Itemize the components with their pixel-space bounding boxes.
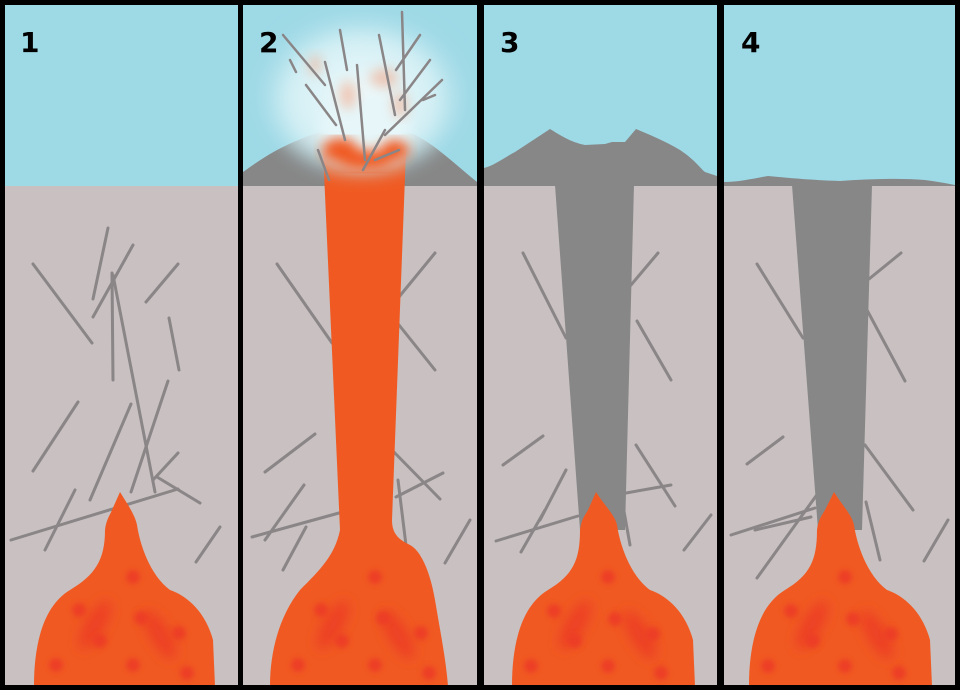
eruption-cloud xyxy=(257,5,467,175)
fracture-line xyxy=(753,515,813,532)
fracture-line xyxy=(31,262,94,345)
fracture-line xyxy=(863,443,915,512)
fracture-line xyxy=(281,525,308,572)
fracture-line xyxy=(288,58,298,74)
fracture-line xyxy=(392,251,437,305)
fracture-lines xyxy=(250,251,472,580)
fracture-line xyxy=(338,28,349,72)
eroded-surface xyxy=(724,176,955,186)
fracture-line xyxy=(111,273,157,494)
fracture-line xyxy=(323,60,347,142)
fracture-line xyxy=(377,33,397,117)
fracture-lines xyxy=(9,226,222,564)
fracture-line xyxy=(443,518,472,565)
fracture-line xyxy=(745,435,785,466)
fracture-line xyxy=(91,226,110,301)
fracture-line xyxy=(864,500,882,562)
fracture-line xyxy=(275,262,334,345)
fracture-line xyxy=(494,514,580,543)
fracture-line xyxy=(634,443,677,508)
fracture-line xyxy=(194,525,222,564)
fracture-line xyxy=(355,63,367,162)
fracture-line xyxy=(281,33,327,87)
fracture-line xyxy=(755,262,805,340)
magma-chamber xyxy=(34,492,215,685)
fracture-line xyxy=(304,83,338,127)
magma-chamber xyxy=(512,492,695,685)
panel-label: 2 xyxy=(259,26,278,59)
panel-label: 1 xyxy=(20,26,39,59)
volcanic-plug xyxy=(792,185,872,530)
panel-3: 3 xyxy=(484,5,717,685)
fracture-line xyxy=(129,379,170,494)
fracture-line xyxy=(922,518,950,563)
sky xyxy=(724,5,955,187)
fracture-line xyxy=(421,93,437,102)
fracture-line xyxy=(316,148,331,182)
panel-4: 4 xyxy=(724,5,955,685)
ejecta-debris xyxy=(281,10,444,182)
fracture-line xyxy=(398,58,432,102)
panel-2: 2 xyxy=(243,5,477,685)
fracture-lines xyxy=(729,251,950,580)
fracture-line xyxy=(394,471,445,499)
sky xyxy=(5,5,238,187)
panel-label: 4 xyxy=(741,26,760,59)
fracture-line xyxy=(250,511,341,539)
fracture-line xyxy=(263,432,317,474)
fracture-line xyxy=(88,402,133,502)
fracture-line xyxy=(521,251,568,340)
fracture-line xyxy=(386,444,442,501)
fracture-line xyxy=(682,513,713,552)
fracture-line xyxy=(867,251,903,281)
panel-dividers xyxy=(238,0,724,690)
panel-1: 1 xyxy=(5,5,238,685)
fracture-line xyxy=(624,483,673,495)
fracture-line xyxy=(167,316,181,372)
fracture-line xyxy=(629,251,660,287)
fracture-line xyxy=(729,506,817,537)
fracture-line xyxy=(393,318,437,372)
fracture-line xyxy=(373,148,401,162)
fracture-line xyxy=(383,78,444,137)
fracture-line xyxy=(865,308,907,383)
fracture-line xyxy=(31,400,80,473)
fracture-line xyxy=(394,33,422,72)
panel-label: 3 xyxy=(500,26,519,59)
fracture-lines xyxy=(494,251,713,554)
fracture-line xyxy=(144,262,180,304)
collapsed-cone xyxy=(484,129,717,186)
fracture-line xyxy=(635,319,673,382)
fracture-line xyxy=(43,488,77,552)
fracture-line xyxy=(151,451,180,482)
volcanic-plug xyxy=(555,185,634,530)
fracture-line xyxy=(519,508,547,554)
magma-conduit xyxy=(270,150,448,685)
fracture-line xyxy=(9,487,180,542)
magma-chamber xyxy=(749,492,932,685)
fracture-line xyxy=(361,128,387,172)
fracture-line xyxy=(110,271,115,382)
fracture-line xyxy=(501,434,545,467)
